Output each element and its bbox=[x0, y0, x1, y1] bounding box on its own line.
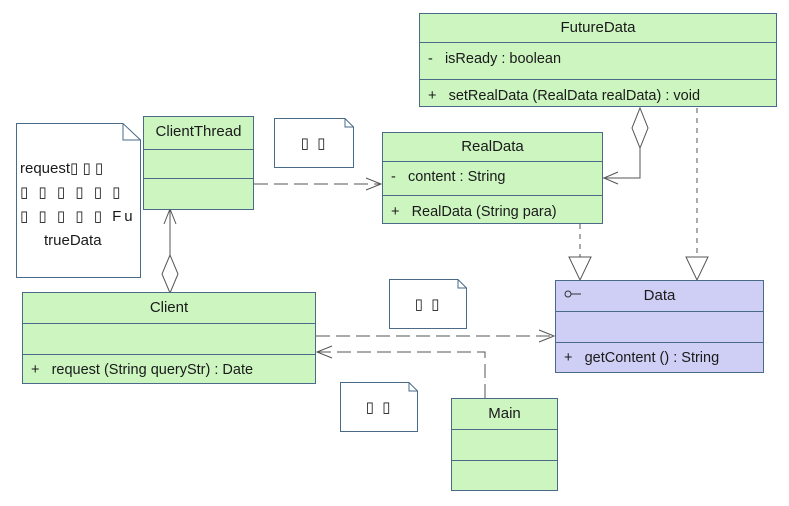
attributes-compartment bbox=[452, 430, 557, 461]
class-name: RealData bbox=[383, 133, 602, 162]
attributes-compartment: - isReady : boolean bbox=[420, 43, 776, 80]
operation-setrealdata: + setRealData (RealData realData) : void bbox=[428, 84, 768, 108]
class-main[interactable]: Main bbox=[451, 398, 558, 491]
operations-compartment bbox=[144, 179, 253, 211]
class-name: Main bbox=[452, 399, 557, 430]
triangle-futuredata-data bbox=[685, 256, 709, 282]
note-client-thread-description: request▯ ▯ ▯ ▯ ▯ ▯ ▯ ▯ ▯ ▯ ▯ ▯ ▯ ▯ Fu tr… bbox=[16, 123, 141, 278]
operations-compartment: + getContent () : String bbox=[556, 343, 763, 377]
class-name: Client bbox=[23, 293, 315, 324]
class-name: ClientThread bbox=[144, 117, 253, 150]
note-line-2: ▯ ▯ ▯ ▯ ▯ ▯ bbox=[20, 184, 124, 201]
note-shape bbox=[274, 118, 354, 168]
attributes-compartment bbox=[23, 324, 315, 355]
note-text: ▯ ▯ bbox=[300, 135, 328, 152]
interface-data[interactable]: Data + getContent () : String bbox=[555, 280, 764, 373]
operation-request: + request (String queryStr) : Date bbox=[31, 358, 307, 382]
operation-text: setRealData (RealData realData) : void bbox=[448, 88, 701, 104]
note-main: ▯ ▯ bbox=[340, 382, 418, 432]
note-text: request▯ ▯ ▯ ▯ ▯ ▯ ▯ ▯ ▯ ▯ ▯ ▯ ▯ ▯ Fu tr… bbox=[20, 157, 148, 253]
attribute-text: content : String bbox=[407, 169, 506, 185]
visibility-marker: - bbox=[428, 51, 433, 67]
operation-text: RealData (String para) bbox=[411, 204, 557, 220]
note-thread: ▯ ▯ bbox=[274, 118, 354, 168]
class-name: FutureData bbox=[420, 14, 776, 43]
arrowhead-realdata bbox=[365, 177, 383, 191]
aggregation-futuredata-realdata bbox=[603, 148, 641, 179]
operations-compartment: + RealData (String para) bbox=[383, 196, 602, 232]
note-shape bbox=[389, 279, 467, 329]
operation-realdata: + RealData (String para) bbox=[391, 200, 594, 224]
visibility-marker: - bbox=[391, 169, 396, 185]
arrowhead-aggregation-realdata bbox=[602, 171, 619, 185]
attributes-compartment bbox=[556, 312, 763, 343]
dependency-main-client bbox=[318, 351, 486, 398]
attribute-isready: - isReady : boolean bbox=[428, 47, 768, 71]
attributes-compartment bbox=[144, 150, 253, 179]
interface-name-row: Data bbox=[556, 281, 763, 312]
operation-text: request (String queryStr) : Date bbox=[51, 362, 254, 378]
class-futuredata[interactable]: FutureData - isReady : boolean + setReal… bbox=[419, 13, 777, 107]
visibility-marker: + bbox=[31, 362, 40, 378]
operations-compartment bbox=[452, 461, 557, 492]
operations-compartment: + setRealData (RealData realData) : void bbox=[420, 80, 776, 116]
interface-lollipop-icon bbox=[564, 290, 581, 298]
note-text: ▯ ▯ bbox=[365, 399, 393, 416]
note-line-1: request▯ ▯ ▯ bbox=[20, 160, 104, 177]
diamond-client bbox=[161, 253, 179, 295]
visibility-marker: + bbox=[391, 204, 400, 220]
attribute-text: isReady : boolean bbox=[444, 51, 562, 67]
triangle-realdata-data bbox=[568, 256, 592, 282]
visibility-marker: + bbox=[564, 350, 573, 366]
class-realdata[interactable]: RealData - content : String + RealData (… bbox=[382, 132, 603, 224]
operation-text: getContent () : String bbox=[584, 350, 720, 366]
operations-compartment: + request (String queryStr) : Date bbox=[23, 355, 315, 388]
note-shape bbox=[340, 382, 418, 432]
class-clientthread[interactable]: ClientThread bbox=[143, 116, 254, 210]
class-name: Data bbox=[643, 287, 676, 304]
note-data: ▯ ▯ bbox=[389, 279, 467, 329]
operation-getcontent: + getContent () : String bbox=[564, 346, 755, 370]
note-shape bbox=[16, 123, 141, 278]
attributes-compartment: - content : String bbox=[383, 162, 602, 196]
note-line-4: trueData bbox=[44, 232, 102, 249]
arrowhead-data bbox=[538, 329, 556, 343]
arrowhead-client bbox=[315, 345, 333, 359]
visibility-marker: + bbox=[428, 88, 437, 104]
note-text: ▯ ▯ bbox=[414, 296, 442, 313]
class-client[interactable]: Client + request (String queryStr) : Dat… bbox=[22, 292, 316, 384]
note-line-3: ▯ ▯ ▯ ▯ ▯ Fu bbox=[20, 208, 136, 225]
attribute-content: - content : String bbox=[391, 165, 594, 189]
